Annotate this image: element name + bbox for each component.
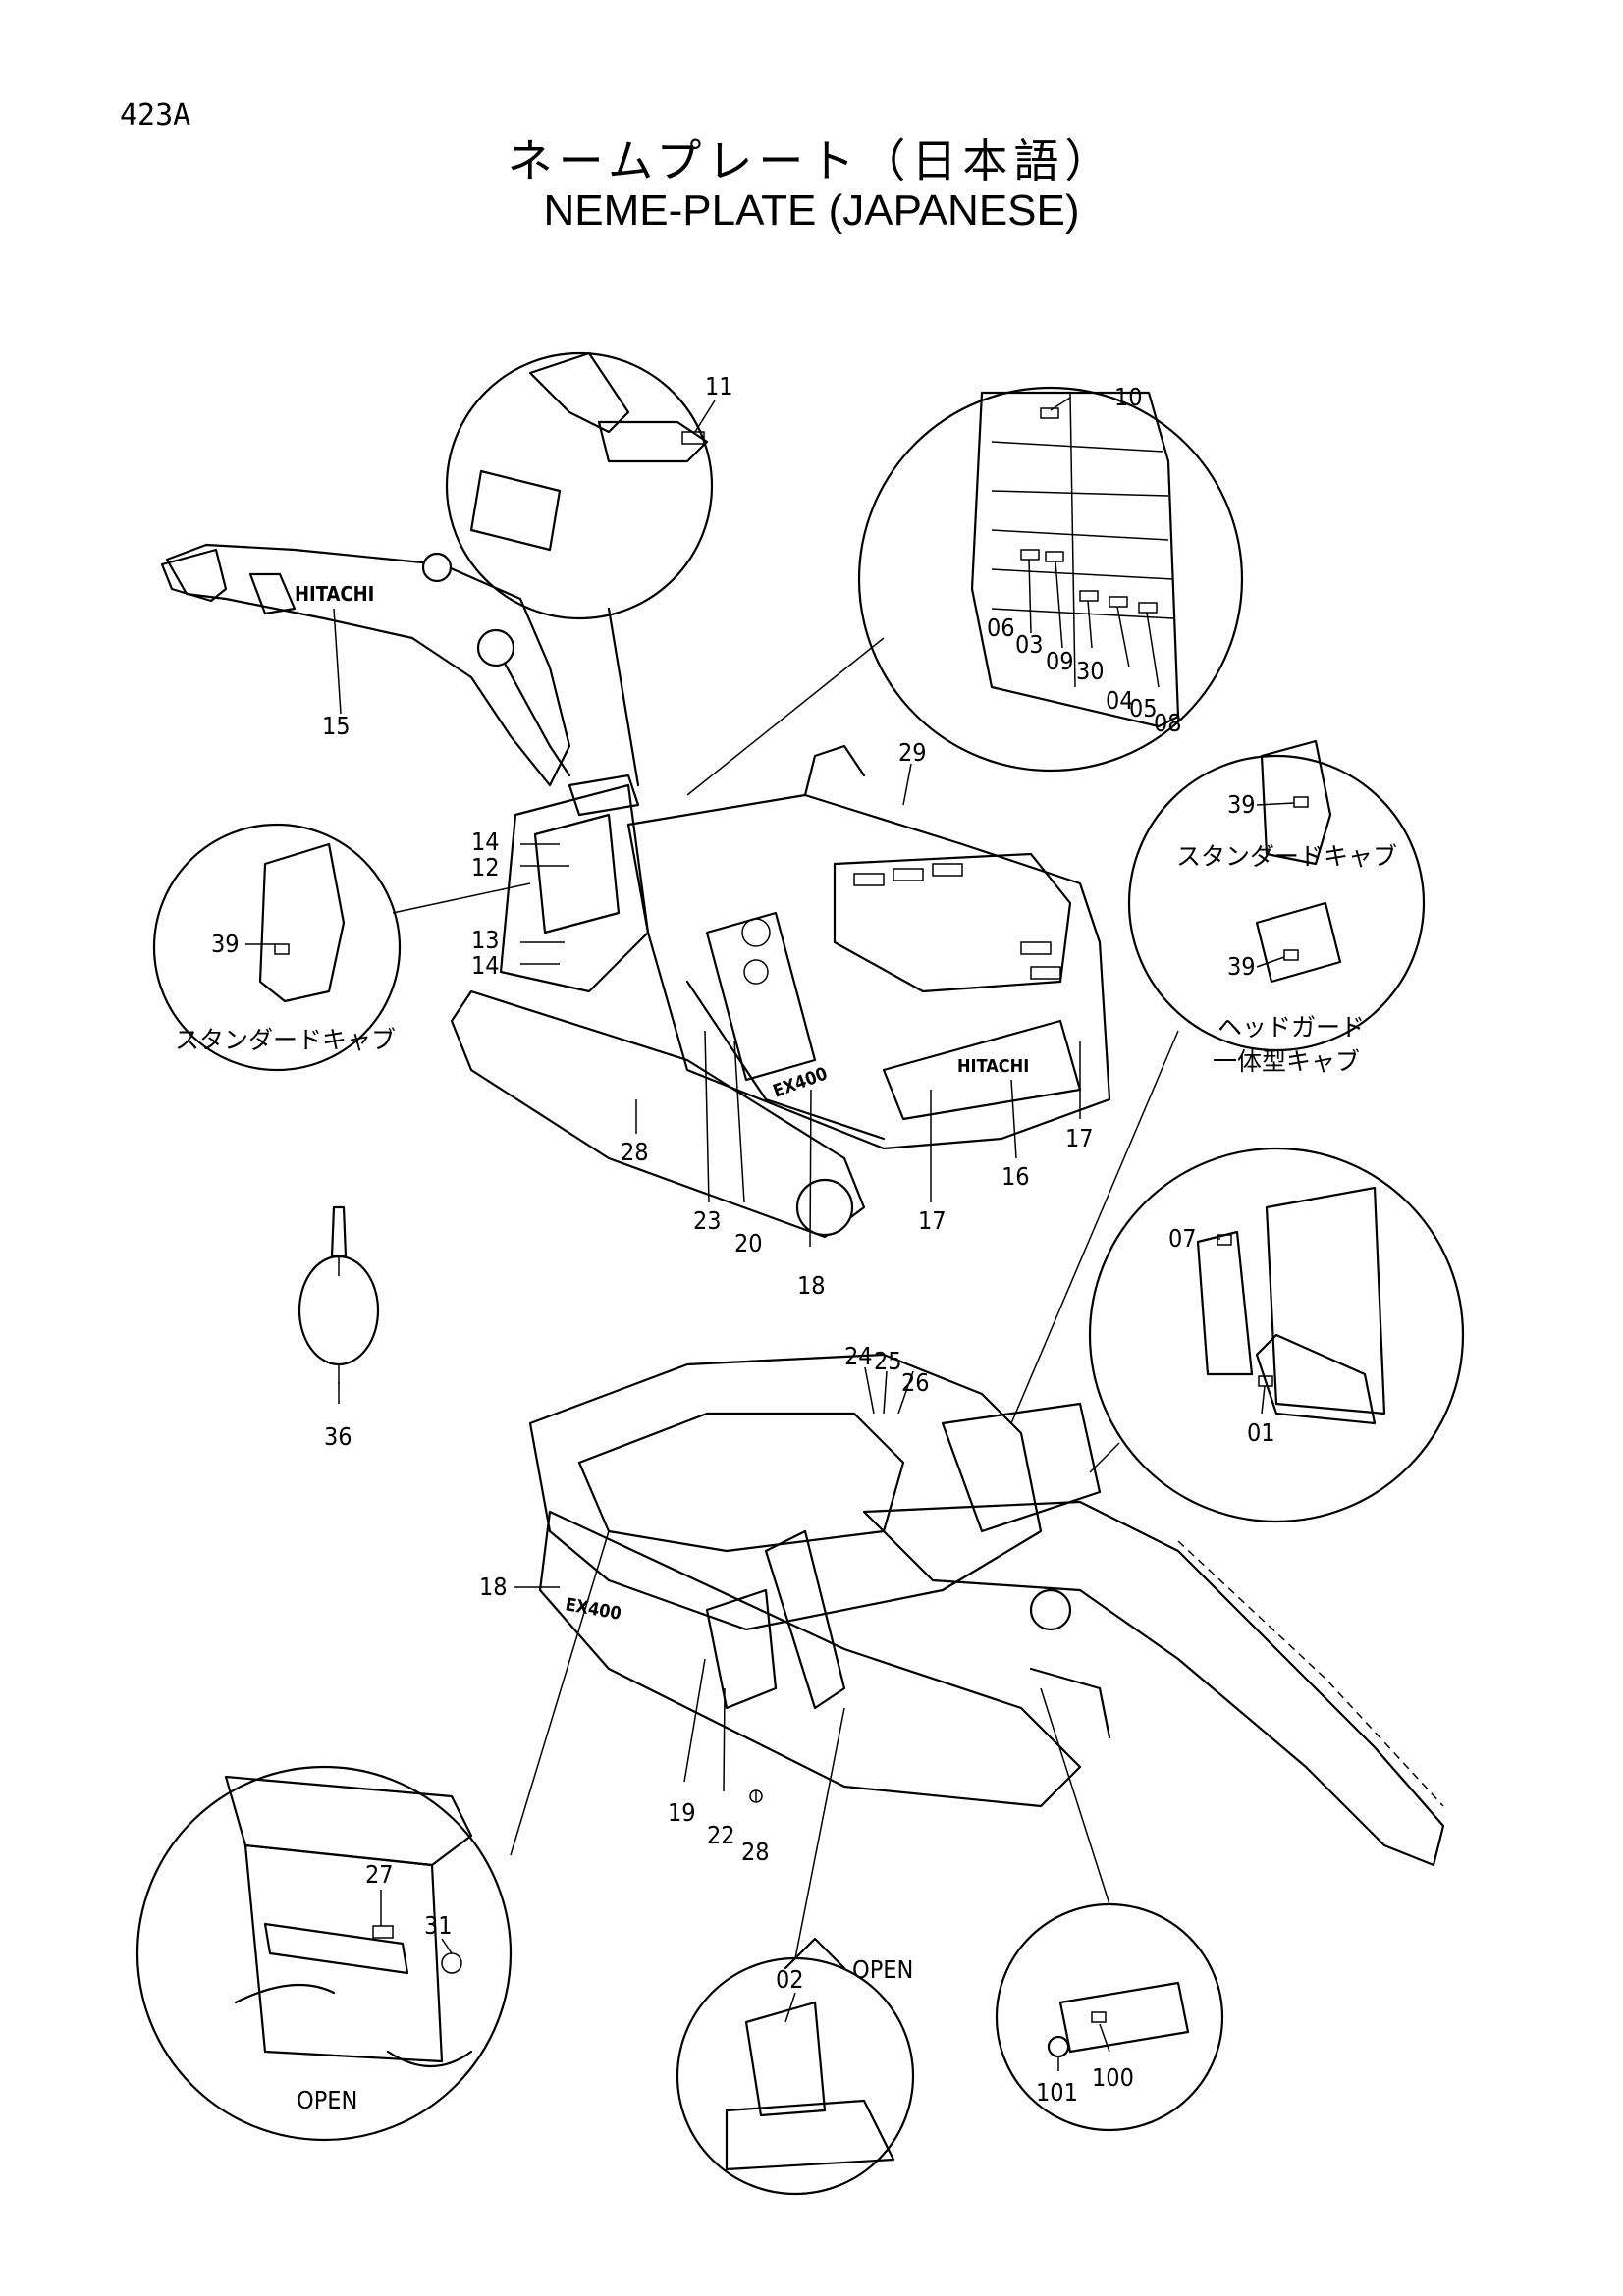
callout-16: 16 [1001,1162,1030,1191]
callout-14-top: 14 [471,828,500,856]
callout-08: 08 [1154,709,1182,737]
detail-standard-cab-left [152,823,531,1072]
callout-06: 06 [987,614,1015,642]
callout-22: 22 [707,1821,735,1849]
callout-26: 26 [901,1368,930,1397]
callout-24: 24 [844,1342,873,1370]
label-standard-cab-left: スタンダードキャブ [175,1026,396,1054]
callout-12: 12 [471,853,500,881]
callout-03: 03 [1015,630,1044,659]
callout-09: 09 [1046,647,1074,675]
detail-plate [995,1687,1224,2132]
callout-19: 19 [668,1798,696,1827]
callout-04: 04 [1106,686,1134,715]
open-arrow-3 [784,1937,846,1970]
label-open-battery: OPEN [297,2086,357,2114]
callout-36: 36 [324,1422,352,1451]
label-integrated-cab: 一体型キャブ [1213,1047,1360,1076]
callout-39-right-bottom: 39 [1227,952,1256,981]
callout-39-right-top: 39 [1227,790,1256,819]
detail-seat [445,351,714,787]
callout-29: 29 [898,738,927,767]
callout-18-top: 18 [797,1271,826,1300]
callout-17-right: 17 [1065,1124,1094,1152]
callout-30: 30 [1076,657,1105,685]
svg-text:HITACHI: HITACHI [957,1056,1029,1077]
callout-14-bottom: 14 [471,951,500,980]
callout-28-bottom: 28 [741,1838,770,1866]
title-english: NEME-PLATE (JAPANESE) [543,187,1080,235]
callout-31: 31 [424,1911,453,1940]
callout-101: 101 [1036,2078,1078,2107]
open-arrow-1 [234,1983,336,2004]
callout-27: 27 [365,1860,394,1889]
leader-lines [245,397,1295,2071]
svg-text:HITACHI: HITACHI [295,582,374,606]
label-head-guard: ヘッドガード [1217,1013,1365,1041]
svg-text:EX400: EX400 [564,1594,622,1625]
callout-02: 02 [776,1965,804,1994]
open-arrow-2 [386,2050,473,2068]
detail-battery-box [135,1530,610,2142]
callout-23: 23 [693,1206,722,1235]
detail-tag [298,1205,380,1384]
callout-25: 25 [874,1347,902,1375]
callout-10: 10 [1114,383,1143,411]
callout-13: 13 [471,926,500,954]
callout-18-bottom: 18 [479,1573,508,1601]
detail-window-grille [686,386,1244,796]
title-japanese: ネームプレート（日本語） [507,134,1116,187]
callout-28-top: 28 [621,1138,649,1166]
label-open-lid: OPEN [852,1955,913,1984]
callout-39-left: 39 [211,930,240,958]
detail-open-lid [676,1707,915,2196]
callout-17-left: 17 [918,1206,947,1235]
page-id: 423A [120,98,191,133]
callout-15: 15 [322,712,351,740]
callout-11: 11 [705,372,733,400]
callout-01: 01 [1247,1418,1275,1447]
detail-door [1088,1147,1465,1523]
callout-07: 07 [1168,1224,1197,1253]
callout-05: 05 [1129,694,1158,722]
excavator-upper: HITACHI HITACHI EX400 [160,543,1111,1239]
excavator-lower: EX400 [528,1353,1445,1867]
callout-20: 20 [734,1229,763,1257]
label-standard-cab-right: スタンダードキャブ [1176,842,1397,871]
detail-standard-cab-right [1010,739,1426,1424]
callout-100: 100 [1092,2063,1134,2092]
